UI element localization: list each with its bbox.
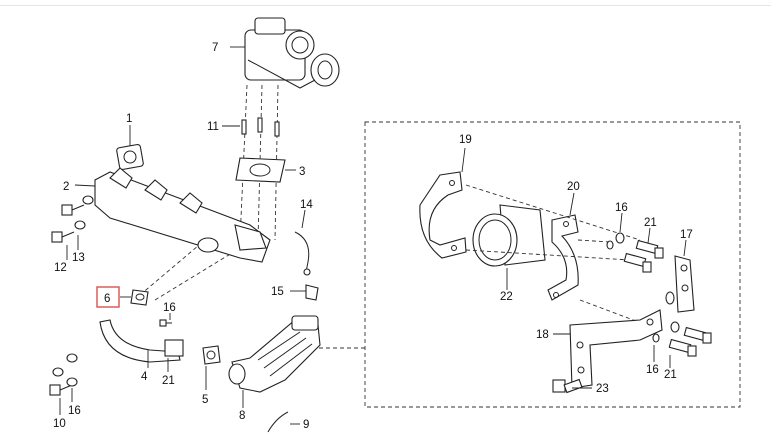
clamp-bracket-lower-part[interactable] <box>547 192 579 301</box>
callout-3: 3 <box>299 166 305 178</box>
callout-16-upper: 16 <box>615 202 628 214</box>
callout-12: 12 <box>54 262 67 274</box>
callout-22: 22 <box>500 291 513 303</box>
callout-14: 14 <box>300 199 313 211</box>
callout-21-lower: 21 <box>664 369 677 381</box>
bolts-lower-part[interactable] <box>668 326 712 368</box>
callout-21-left: 21 <box>162 375 175 387</box>
bolts-upper-part[interactable] <box>623 227 664 273</box>
bolt-washer-set-bottom-left[interactable] <box>49 353 78 415</box>
small-bolt-part[interactable] <box>159 313 172 327</box>
egr-pipe-part[interactable] <box>99 319 184 368</box>
callout-6: 6 <box>104 293 110 305</box>
clamp-bracket-upper-part[interactable] <box>419 147 467 259</box>
callout-15: 15 <box>271 286 284 298</box>
elbow-hose-part[interactable] <box>267 411 300 433</box>
highlight-box <box>96 286 120 308</box>
egr-gasket-part[interactable] <box>202 345 221 390</box>
callout-labels: 7 11 3 1 2 14 12 13 15 6 16 4 21 5 8 9 1… <box>53 42 693 431</box>
callout-16-left: 16 <box>163 302 176 314</box>
turbocharger-part[interactable] <box>230 17 340 89</box>
callout-20: 20 <box>567 181 580 193</box>
callout-16-bottom: 16 <box>68 405 81 417</box>
support-bracket-part[interactable] <box>553 309 663 389</box>
flange-gasket-part[interactable] <box>120 289 149 306</box>
callout-19: 19 <box>459 134 472 146</box>
turbo-gasket-part[interactable] <box>235 157 296 183</box>
hose-part[interactable] <box>294 209 311 276</box>
callout-10: 10 <box>53 418 66 430</box>
callout-21-upper: 21 <box>644 217 657 229</box>
fitting-part[interactable] <box>290 284 319 301</box>
filter-canister-part[interactable] <box>472 204 546 290</box>
callout-7: 7 <box>212 42 218 54</box>
callout-18: 18 <box>536 329 549 341</box>
mounting-plate-part[interactable] <box>665 239 695 313</box>
callout-13: 13 <box>72 252 85 264</box>
callout-11: 11 <box>207 121 219 133</box>
manifold-gasket-part[interactable] <box>116 125 144 170</box>
bolt-washer-set-left[interactable] <box>51 195 94 260</box>
callout-5: 5 <box>202 394 208 406</box>
stud-bolts-part[interactable] <box>222 117 280 137</box>
callout-1: 1 <box>126 113 132 125</box>
callout-4: 4 <box>141 371 148 383</box>
mounting-bolt-part[interactable] <box>552 378 592 394</box>
callout-17: 17 <box>680 229 693 241</box>
washer-lower-part[interactable] <box>652 321 680 362</box>
callout-23: 23 <box>596 383 609 395</box>
detail-frame <box>364 121 741 408</box>
washer-upper-part[interactable] <box>606 212 625 250</box>
callout-9: 9 <box>303 419 309 431</box>
egr-cooler-part[interactable] <box>228 315 321 408</box>
callout-2: 2 <box>63 181 69 193</box>
callout-8: 8 <box>239 410 245 422</box>
exhaust-manifold-part[interactable] <box>74 167 271 263</box>
top-divider <box>0 5 771 6</box>
callout-16-lower: 16 <box>646 364 659 376</box>
